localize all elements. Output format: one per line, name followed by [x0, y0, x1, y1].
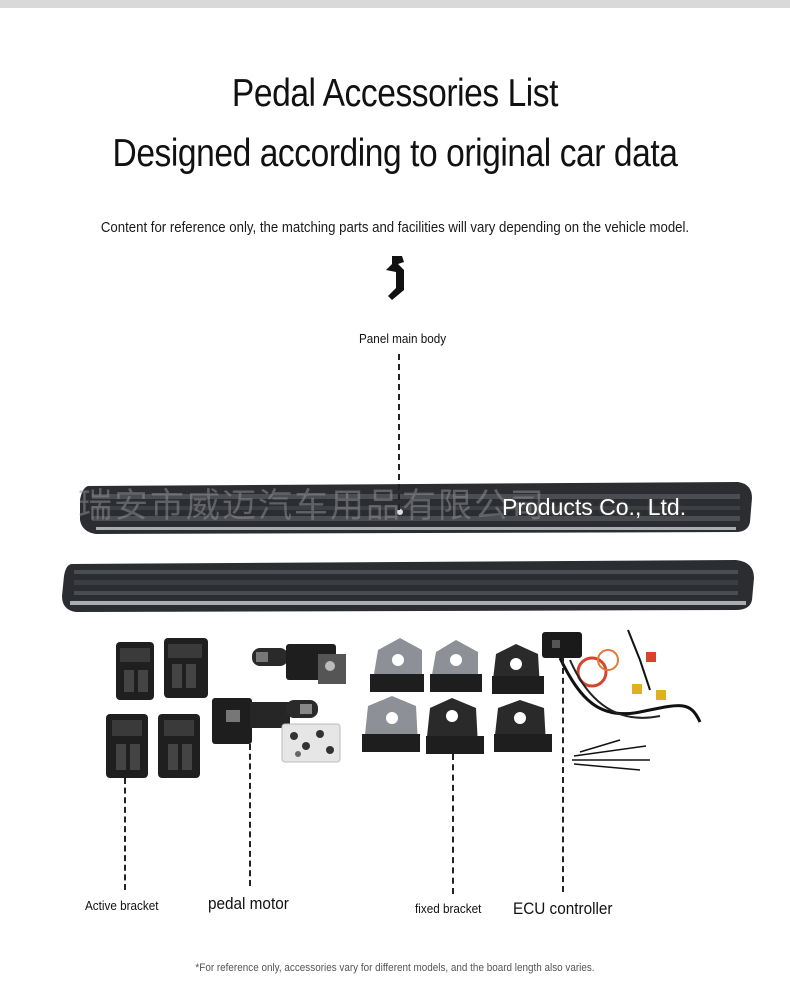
- label-active-bracket: Active bracket: [85, 898, 159, 913]
- leader-line-ecu-controller: [562, 658, 564, 892]
- label-panel-main-body: Panel main body: [359, 331, 447, 346]
- ecu-controller-parts: [542, 629, 702, 771]
- page-title-line-2: Designed according to original car data: [112, 132, 678, 175]
- watermark-english: Products Co., Ltd.: [502, 494, 687, 520]
- leader-line-panel: [398, 354, 400, 510]
- page-title-line-1: Pedal Accessories List: [231, 72, 559, 115]
- active-bracket-parts: [106, 638, 208, 778]
- running-board-top: [80, 482, 752, 534]
- label-ecu-controller: ECU controller: [513, 899, 613, 918]
- label-pedal-motor: pedal motor: [208, 894, 289, 913]
- watermark-chinese: 瑞安市威迈汽车用品有限公司: [78, 486, 546, 526]
- top-border: [0, 0, 790, 8]
- footer-note: *For reference only, accessories vary fo…: [195, 962, 595, 974]
- page-subtitle: Content for reference only, the matching…: [100, 219, 690, 236]
- running-board-bottom: [62, 560, 754, 612]
- fixed-bracket-parts: [362, 638, 552, 754]
- leader-line-pedal-motor: [249, 744, 251, 886]
- board-profile-icon: [386, 256, 404, 300]
- leader-line-fixed-bracket: [452, 754, 454, 894]
- label-fixed-bracket: fixed bracket: [415, 901, 482, 916]
- leader-line-active-bracket: [124, 778, 126, 890]
- pedal-motor-parts: [212, 644, 346, 763]
